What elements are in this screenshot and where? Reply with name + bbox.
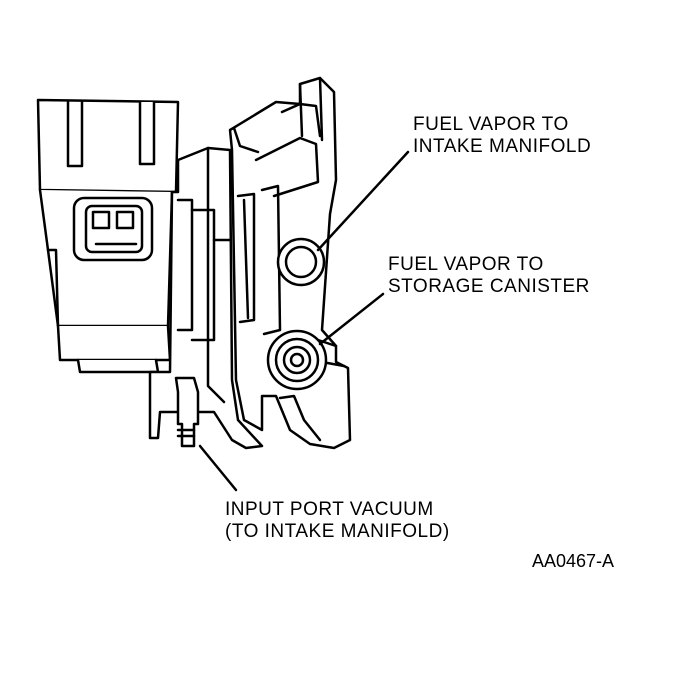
callout-line: (TO INTAKE MANIFOLD) <box>225 521 450 542</box>
figure-id: AA0467-A <box>532 551 615 571</box>
outlet-port-canister <box>266 329 328 391</box>
valve-body <box>148 146 264 450</box>
vacuum-input-nipple <box>174 376 200 448</box>
leader-line-canister <box>318 292 385 346</box>
callout-line: INPUT PORT VACUUM <box>225 499 434 520</box>
callout-fuel-vapor-canister: FUEL VAPOR TO STORAGE CANISTER <box>388 254 590 298</box>
callout-line: INTAKE MANIFOLD <box>413 136 592 157</box>
callout-fuel-vapor-intake: FUEL VAPOR TO INTAKE MANIFOLD <box>413 114 591 158</box>
callout-line: STORAGE CANISTER <box>388 276 590 297</box>
outlet-port-intake <box>276 237 326 287</box>
callout-line: FUEL VAPOR TO <box>388 254 544 275</box>
leader-line-intake <box>316 150 410 252</box>
callout-line: FUEL VAPOR TO <box>413 114 569 135</box>
electrical-connector <box>72 196 154 262</box>
leader-line-input <box>198 444 238 492</box>
callout-input-port: INPUT PORT VACUUM (TO INTAKE MANIFOLD) <box>225 499 450 543</box>
